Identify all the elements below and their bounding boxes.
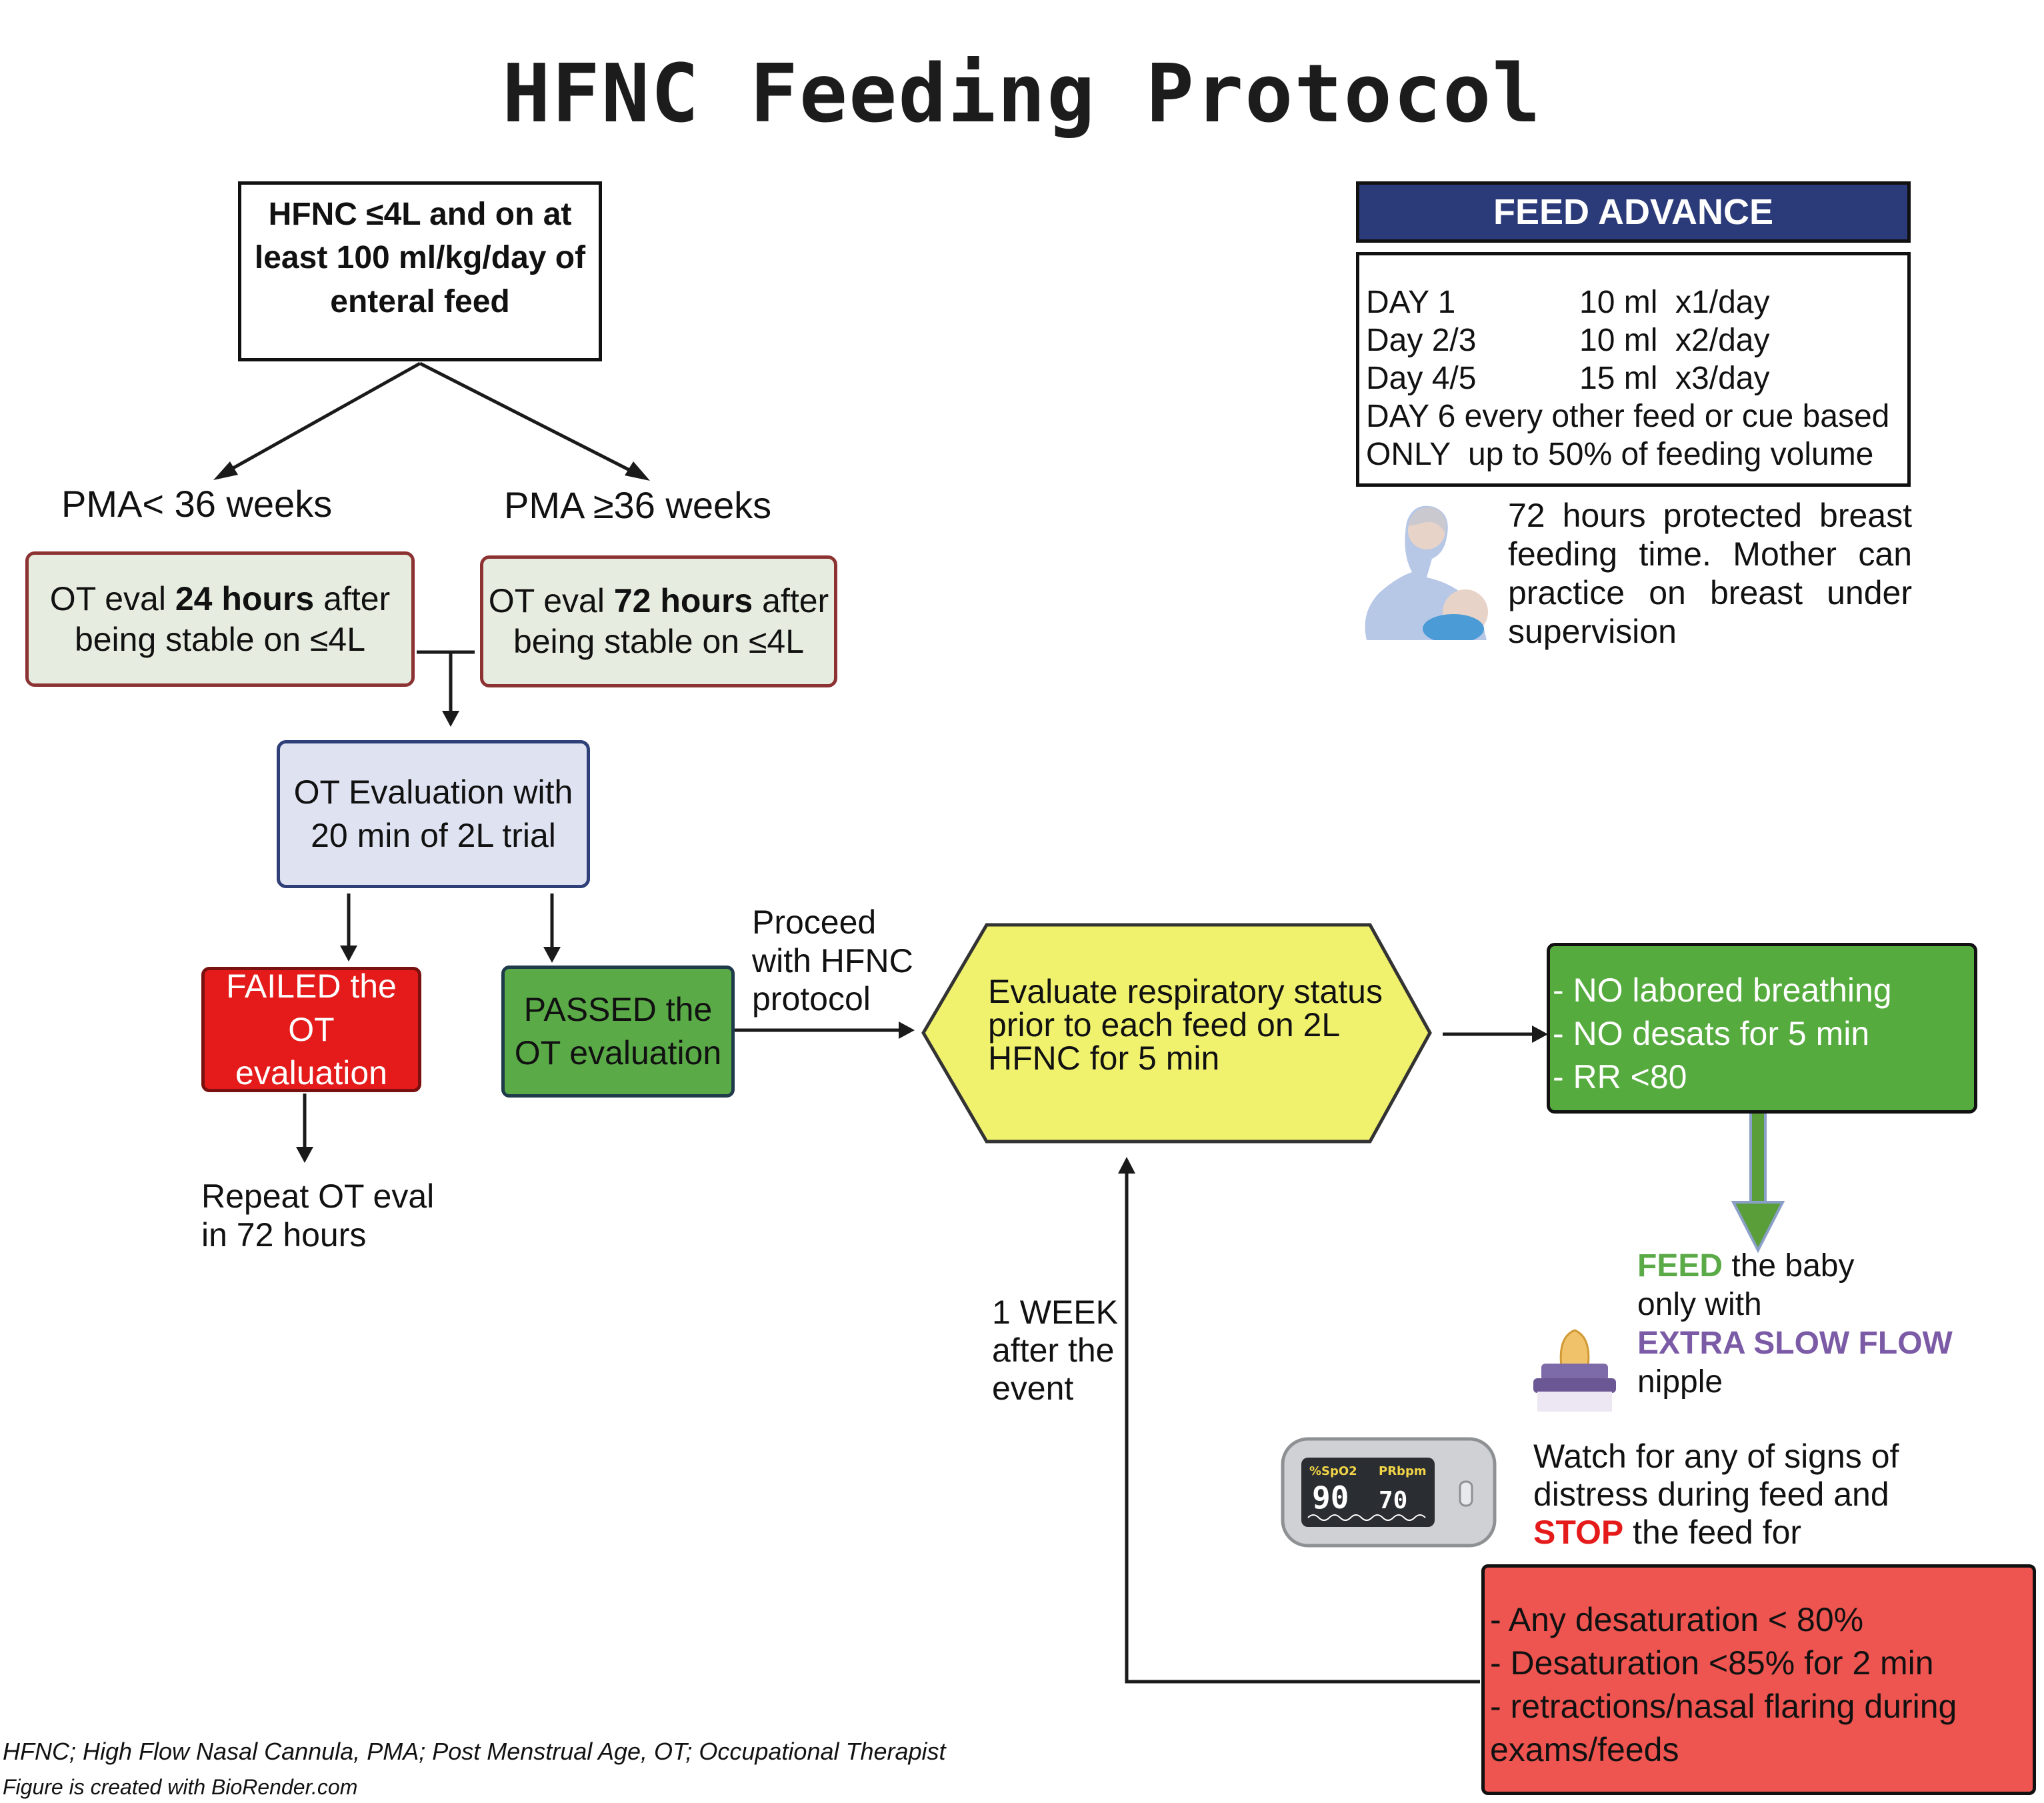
ot-eval-left-post: after being stable on ≤4L	[74, 579, 391, 658]
feed-line-only: ONLY up to 50% of feeding volume	[1366, 437, 1874, 472]
footnote-abbrev: HFNC; High Flow Nasal Cannula, PMA; Post…	[3, 1738, 946, 1765]
arrow-start-to-right	[419, 361, 641, 477]
failed-box: FAILED the OT evaluation	[201, 967, 421, 1092]
feed-row: DAY 1 10 ml x1/day	[1366, 283, 1907, 321]
arrowhead	[213, 461, 238, 480]
repeat-text: Repeat OT eval in 72 hours	[201, 1178, 435, 1254]
feed-row: Day 4/5 15 ml x3/day	[1366, 359, 1907, 397]
feed-line1-rest: the baby	[1723, 1248, 1855, 1284]
feed-line-day6: DAY 6 every other feed or cue based	[1366, 399, 1890, 434]
feed-advance-table: DAY 1 10 ml x1/day Day 2/3 10 ml x2/day Da…	[1356, 252, 1911, 487]
ot-eval-right-post: after being stable on ≤4L	[513, 582, 829, 660]
ot-eval-right-bold: 72 hours	[613, 582, 753, 619]
ot-eval-right-box: OT eval 72 hours after being stable on ≤…	[480, 555, 837, 687]
arrowhead	[543, 947, 561, 963]
feed-row-day: Day 4/5	[1366, 361, 1477, 396]
start-box: HFNC ≤4L and on at least 100 ml/kg/day o…	[238, 181, 602, 361]
bottle-nipple-icon	[1533, 1329, 1616, 1412]
passed-box: PASSED the OT evaluation	[501, 966, 735, 1098]
arrowhead	[625, 461, 650, 481]
failed-text: FAILED the OT evaluation	[226, 967, 397, 1092]
ot-eval-left-box: OT eval 24 hours after being stable on ≤…	[25, 551, 415, 687]
slow-flow: EXTRA SLOW FLOW	[1637, 1326, 1953, 1361]
feed-row-amount: 10 ml x1/day	[1579, 285, 1770, 320]
ot-trial-box: OT Evaluation with 20 min of 2L trial	[277, 740, 590, 888]
stop-word: STOP	[1533, 1514, 1624, 1551]
watch-text: Watch for any of signs of distress durin…	[1533, 1438, 1899, 1552]
green-down-arrow	[1731, 1109, 1785, 1254]
watch-line3-rest: the feed for	[1623, 1514, 1802, 1551]
watch-line2: distress during feed and	[1533, 1476, 1889, 1513]
arrowhead	[1118, 1157, 1135, 1174]
feed-row: Day 2/3 10 ml x2/day	[1366, 321, 1907, 359]
feed-advance-header: FEED ADVANCE	[1356, 181, 1911, 243]
arrow-start-to-left	[219, 361, 421, 477]
ot-eval-left-bold: 24 hours	[175, 579, 315, 617]
criteria-item: - RR <80	[1553, 1058, 1687, 1096]
criteria-item: - NO labored breathing	[1553, 972, 1892, 1009]
ot-trial-text: OT Evaluation with 20 min of 2L trial	[293, 773, 573, 854]
watch-line3: STOP the feed for	[1533, 1514, 1899, 1552]
feed-line2: only with	[1637, 1287, 1762, 1322]
passed-text: PASSED the OT evaluation	[514, 991, 722, 1072]
feed-word: FEED	[1637, 1248, 1723, 1284]
oximeter-pr-label: PRbpm	[1379, 1464, 1427, 1478]
arrow-stop-loop	[1125, 1174, 1480, 1684]
oximeter-spo2: 90	[1312, 1480, 1349, 1516]
one-week-text: 1 WEEK after the event	[992, 1294, 1118, 1407]
ot-eval-right-pre: OT eval	[488, 582, 614, 619]
evaluate-hexagon	[921, 923, 1432, 1144]
oximeter-pr: 70	[1379, 1487, 1407, 1514]
stop-criteria-item: - retractions/nasal flaring during exams…	[1490, 1688, 1957, 1768]
stop-criteria-box: - Any desaturation < 80% - Desaturation …	[1481, 1564, 2036, 1795]
ot-eval-right-text: OT eval 72 hours after being stable on ≤…	[483, 581, 834, 662]
arrowhead	[442, 711, 459, 727]
evaluate-text: Evaluate respiratory status prior to eac…	[988, 973, 1383, 1077]
feed-advance-title: FEED ADVANCE	[1493, 192, 1774, 232]
ot-eval-left-pre: OT eval	[49, 579, 175, 617]
feed-row-amount: 15 ml x3/day	[1579, 361, 1770, 396]
feed-row-amount: 10 ml x2/day	[1579, 323, 1770, 358]
proceed-text: Proceed with HFNC protocol	[752, 904, 913, 1018]
ot-eval-left-text: OT eval 24 hours after being stable on ≤…	[29, 579, 411, 660]
footnote-credit: Figure is created with BioRender.com	[3, 1775, 358, 1799]
stop-criteria-item: - Any desaturation < 80%	[1490, 1601, 1864, 1638]
stop-criteria-item: - Desaturation <85% for 2 min	[1490, 1644, 1934, 1682]
arrowhead	[340, 946, 357, 962]
breastfeeding-icon	[1365, 505, 1488, 640]
criteria-box: - NO labored breathing - NO desats for 5…	[1547, 943, 1977, 1114]
start-box-text: HFNC ≤4L and on at least 100 ml/kg/day o…	[254, 197, 586, 319]
feed-line4: nipple	[1637, 1364, 1723, 1400]
oximeter-spo2-label: %SpO2	[1309, 1464, 1357, 1478]
arrowhead	[899, 1022, 915, 1039]
watch-line1: Watch for any of signs of	[1533, 1438, 1899, 1475]
branch-left-label: PMA< 36 weeks	[61, 483, 333, 525]
pulse-oximeter-icon: %SpO2 PRbpm 90 70	[1281, 1437, 1497, 1548]
feed-instruction: FEED the baby only with EXTRA SLOW FLOW …	[1637, 1247, 1953, 1402]
arrowhead	[1532, 1026, 1548, 1043]
breastfeeding-text: 72 hours protected breast feeding time. …	[1508, 497, 1912, 650]
criteria-item: - NO desats for 5 min	[1553, 1015, 1870, 1052]
page-title: HFNC Feeding Protocol	[502, 48, 1542, 141]
feed-line1: FEED the baby	[1637, 1247, 1953, 1286]
feed-row-day: Day 2/3	[1366, 323, 1477, 358]
branch-right-label: PMA ≥36 weeks	[504, 484, 772, 526]
feed-row-day: DAY 1	[1366, 285, 1456, 320]
arrowhead	[296, 1147, 313, 1163]
